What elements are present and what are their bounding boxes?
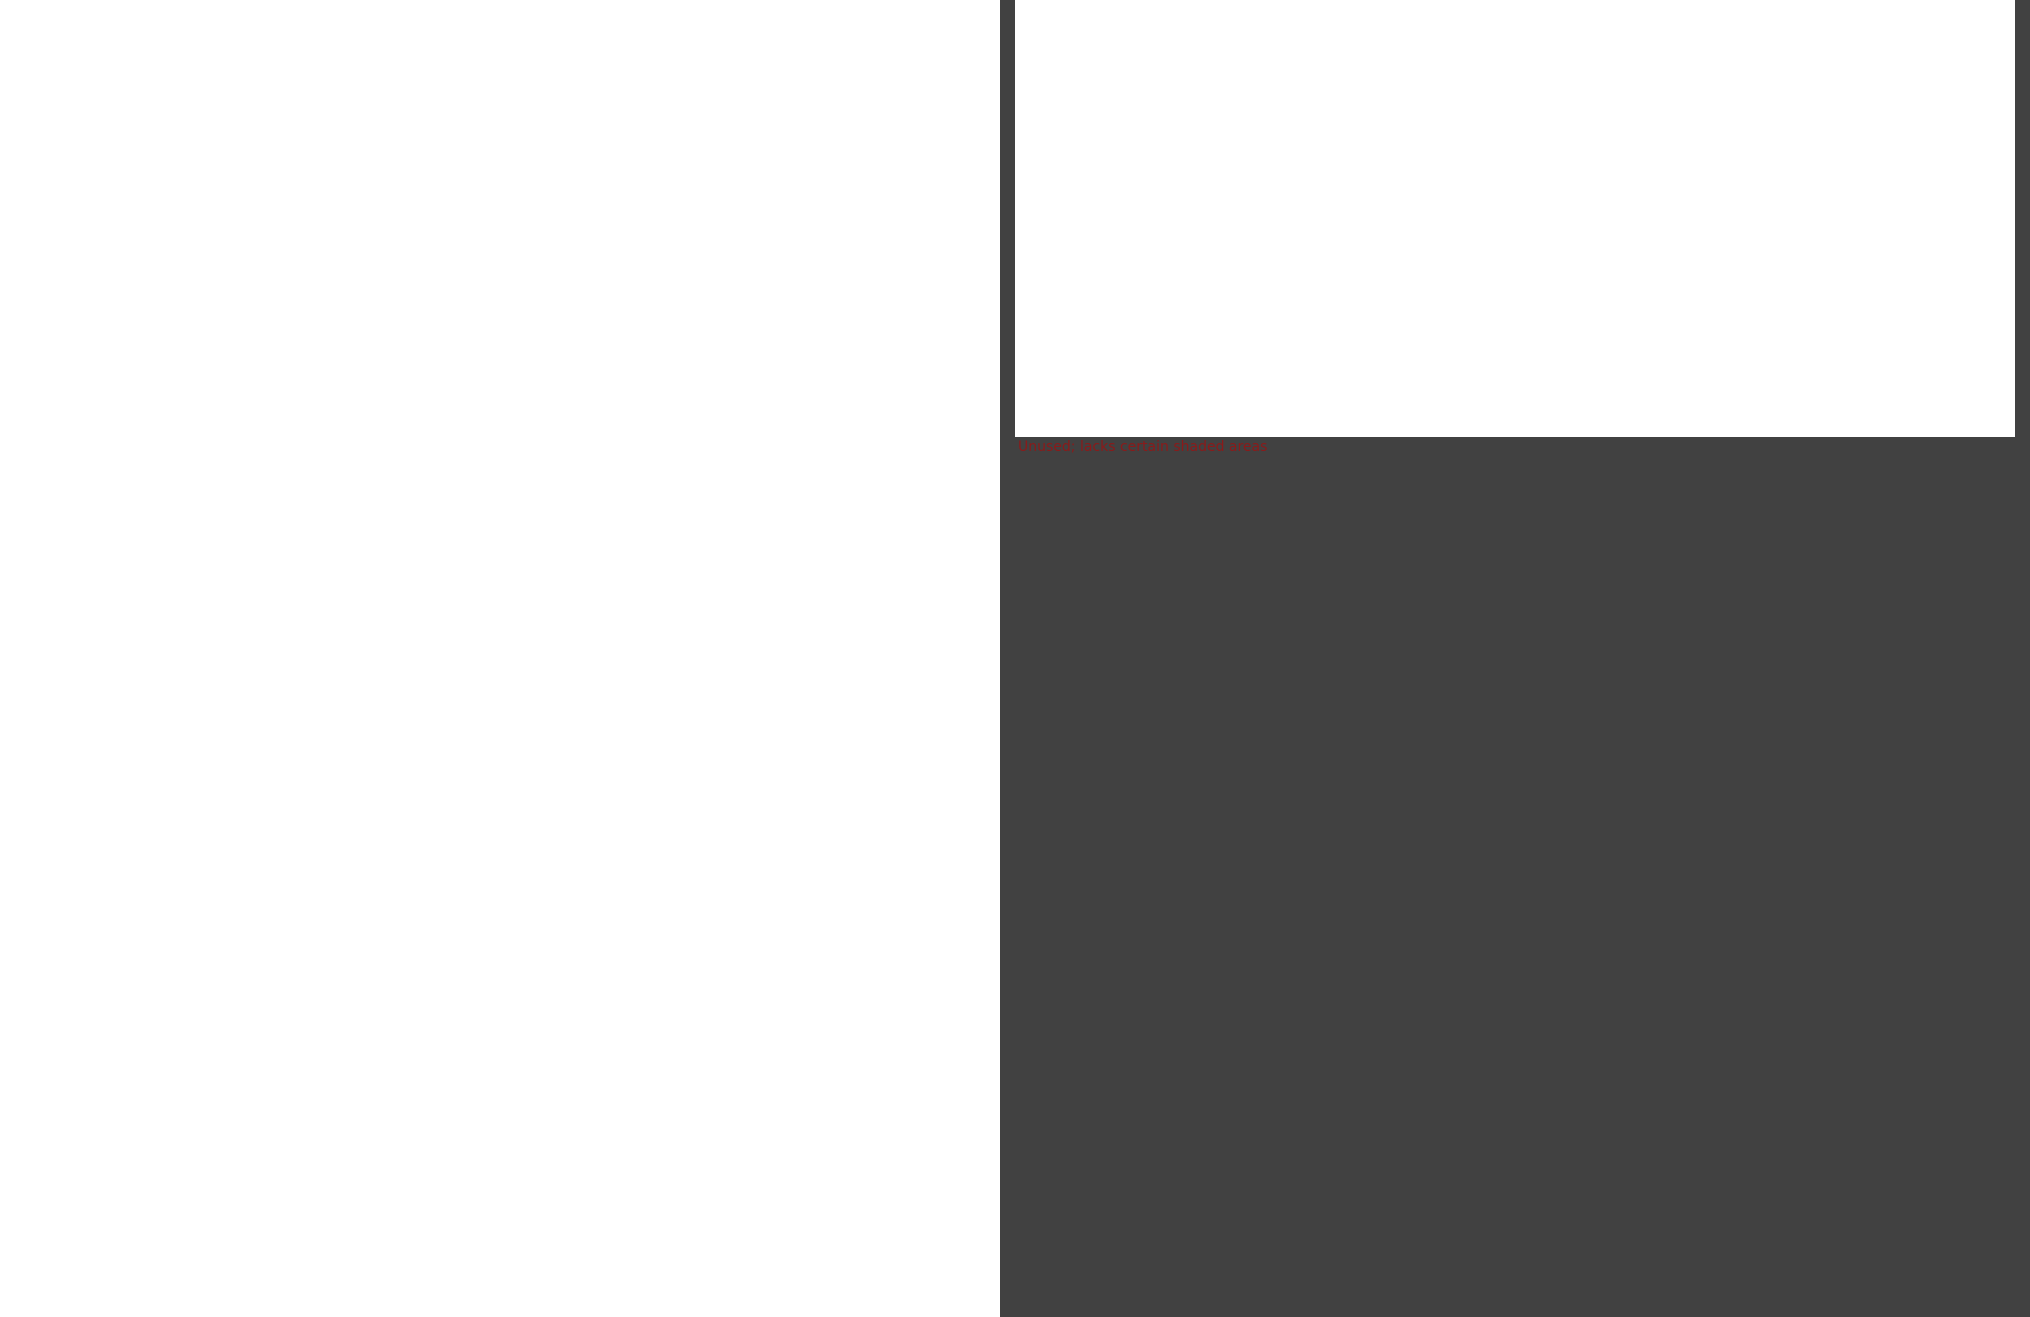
preview-frame [1015, 0, 2015, 437]
left-canvas-pane [0, 0, 1000, 1317]
status-message: Unused; lacks certain shaded areas [1018, 439, 1268, 455]
right-panel: Unused; lacks certain shaded areas [1000, 0, 2030, 1317]
